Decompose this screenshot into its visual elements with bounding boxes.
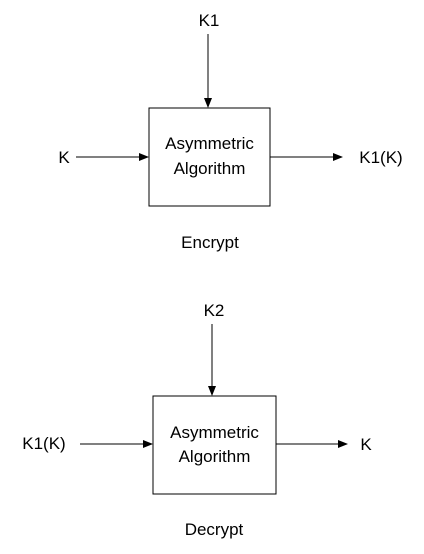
decrypt-input-label: K1(K) xyxy=(22,434,65,453)
encrypt-algorithm-box xyxy=(148,107,271,207)
encrypt-section: K1 K Asymmetric Algorithm K1(K) Encrypt xyxy=(58,11,402,252)
encrypt-box-label-line2: Algorithm xyxy=(174,159,246,178)
encrypt-box-label-line1: Asymmetric xyxy=(165,134,254,153)
encrypt-output-label: K1(K) xyxy=(359,148,402,167)
encrypt-caption: Encrypt xyxy=(181,233,239,252)
decrypt-algorithm-box xyxy=(152,395,277,495)
decrypt-box-label-line1: Asymmetric xyxy=(170,423,259,442)
decrypt-section: K2 K1(K) Asymmetric Algorithm K Decrypt xyxy=(22,301,372,539)
encrypt-key-label: K1 xyxy=(199,11,220,30)
encrypt-input-label: K xyxy=(58,148,70,167)
decrypt-output-label: K xyxy=(360,435,372,454)
decrypt-box-label-line2: Algorithm xyxy=(179,447,251,466)
decrypt-caption: Decrypt xyxy=(185,520,244,539)
decrypt-key-label: K2 xyxy=(204,301,225,320)
